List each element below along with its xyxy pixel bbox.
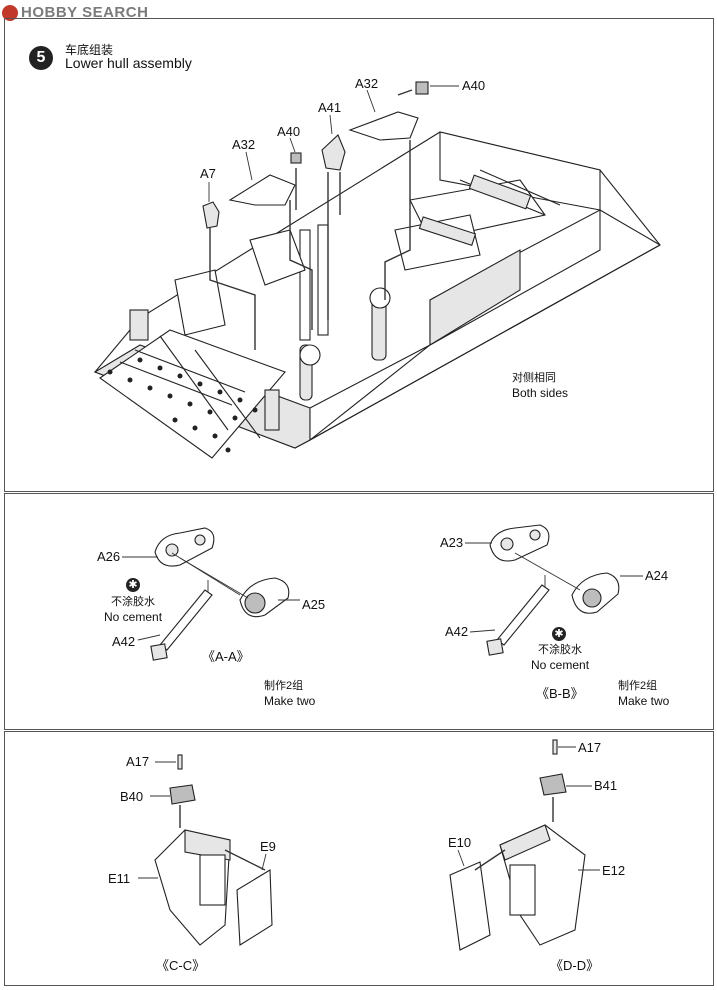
label-a40-right: A40 [462, 78, 486, 93]
watermark-logo: HOBBY SEARCH [2, 4, 148, 21]
part-a7-drawing [202, 182, 256, 350]
assembly-d-drawing [449, 739, 600, 951]
make-two-note-a: 制作2组 Make two [264, 679, 315, 709]
no-cement-cn-b: 不涂胶水 [538, 644, 583, 656]
label-a42-b: A42 [445, 624, 469, 639]
watermark-text: HOBBY SEARCH [21, 4, 149, 21]
step-title-en: Lower hull assembly [65, 55, 192, 71]
no-cement-note-a: 不涂胶水 No cement [104, 595, 162, 625]
view-label-b: 《B-B》 [536, 686, 584, 701]
label-b40: B40 [120, 789, 144, 804]
label-a23: A23 [440, 535, 464, 550]
label-e11: E11 [108, 871, 131, 886]
make-two-cn-a: 制作2组 [264, 680, 304, 692]
label-e12: E12 [602, 863, 626, 878]
both-sides-cn: 对侧相同 [512, 372, 556, 384]
no-cement-en-a: No cement [104, 610, 163, 624]
label-a42-a: A42 [112, 634, 136, 649]
make-two-cn-b: 制作2组 [618, 680, 658, 692]
label-b41: B41 [594, 778, 618, 793]
label-e10: E10 [448, 835, 472, 850]
label-a24: A24 [645, 568, 669, 583]
view-label-d: 《D-D》 [550, 958, 600, 973]
both-sides-en: Both sides [512, 386, 569, 400]
label-a32-left: A32 [232, 137, 256, 152]
view-label-c: 《C-C》 [156, 958, 206, 973]
both-sides-note: 对侧相同 Both sides [512, 371, 568, 401]
label-e9: E9 [260, 839, 276, 854]
label-a17-d: A17 [578, 740, 602, 755]
no-cement-note-b: 不涂胶水 No cement [531, 643, 589, 673]
lower-hull-body [93, 131, 661, 459]
no-cement-icon-b: ✱ [552, 627, 566, 641]
part-a32-right-drawing [348, 89, 419, 300]
assembly-b-drawing [465, 524, 643, 656]
part-a40-left-drawing [289, 137, 302, 210]
part-a40-right-drawing [397, 81, 459, 96]
side-box-panel [4, 731, 714, 986]
part-a41-drawing [321, 114, 346, 320]
assembly-c-drawing [138, 754, 273, 946]
label-a26: A26 [97, 549, 121, 564]
assembly-a-drawing [122, 527, 300, 661]
label-a7: A7 [200, 166, 216, 181]
label-a32-right: A32 [355, 76, 379, 91]
main-assembly-panel: 5 车底组装 Lower hull assembly [4, 18, 714, 492]
no-cement-icon-a: ✱ [126, 578, 140, 592]
part-a32-left-drawing [228, 151, 313, 330]
view-label-a: 《A-A》 [202, 649, 250, 664]
label-a25: A25 [302, 597, 326, 612]
make-two-en-a: Make two [264, 694, 316, 708]
suspension-arm-panel [4, 493, 714, 730]
logo-mark-icon [2, 4, 18, 21]
step-title-cn: 车底组装 [65, 43, 114, 57]
label-a41: A41 [318, 100, 342, 115]
make-two-en-b: Make two [618, 694, 670, 708]
no-cement-cn-a: 不涂胶水 [111, 596, 156, 608]
step-number-badge: 5 [29, 46, 53, 70]
make-two-note-b: 制作2组 Make two [618, 679, 669, 709]
label-a17-c: A17 [126, 754, 150, 769]
label-a40-left: A40 [277, 124, 301, 139]
no-cement-en-b: No cement [531, 658, 590, 672]
